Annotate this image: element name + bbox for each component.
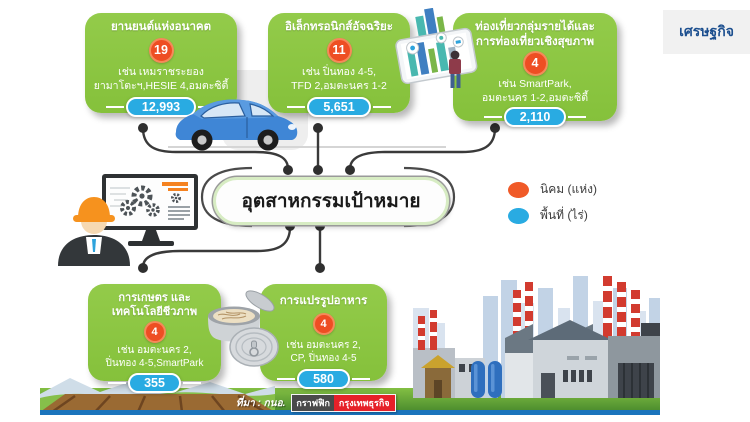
node-examples: เช่น อมตะนคร 2, CP, ปิ่นทอง 4-5 — [260, 339, 387, 366]
industry-node-agriculture-biotech: การเกษตร และ เทคโนโลยีชีวภาพ 4 เช่น อมตะ… — [88, 284, 221, 393]
blue-car-illustration — [175, 99, 298, 151]
estates-count-badge: 19 — [148, 37, 174, 63]
center-hub: อุตสาหกรรมเป้าหมาย — [213, 177, 449, 225]
factory-skyline-illustration — [413, 276, 660, 398]
area-pill-row: 580 — [260, 368, 387, 389]
legend-item-area: พื้นที่ (ไร่) — [508, 206, 597, 225]
area-pill-row: 5,651 — [268, 97, 410, 118]
node-title-line: เทคโนโลยีชีวภาพ — [111, 306, 198, 319]
node-title: อิเล็กทรอนิกส์อัจฉริยะ — [268, 20, 410, 35]
node-title-line: การเกษตร และ — [118, 292, 191, 304]
category-label[interactable]: เศรษฐกิจ — [679, 23, 734, 39]
node-examples: เช่น SmartPark, อมตะนคร 1-2,อมตะซิตี้ — [453, 77, 617, 105]
examples-line: CP, ปิ่นทอง 4-5 — [290, 353, 357, 365]
node-title-line: ยานยนต์แห่งอนาคต — [110, 21, 212, 33]
industry-node-food-processing: การแปรรูปอาหาร 4 เช่น อมตะนคร 2, CP, ปิ่… — [260, 284, 387, 389]
road-line — [168, 146, 446, 148]
credit-badge-graphic: กราฟฟิก — [292, 395, 334, 411]
source-label: ที่มา : กนอ. — [236, 397, 286, 409]
industry-node-wellness-tourism: ท่องเที่ยวกลุ่มรายได้และ การท่องเที่ยวเช… — [453, 13, 617, 128]
examples-line: TFD 2,อมตะนคร 1-2 — [291, 80, 387, 93]
node-examples: เช่น อมตะนคร 2, ปิ่นทอง 4-5,SmartPark — [88, 344, 221, 371]
examples-line: ปิ่นทอง 4-5,SmartPark — [105, 358, 204, 370]
category-panel: เศรษฐกิจ — [663, 10, 750, 54]
credit-badge: กราฟฟิก กรุงเทพธุรกิจ — [291, 394, 396, 412]
examples-line: อมตะนคร 1-2,อมตะซิตี้ — [481, 92, 589, 105]
footer-credit: ที่มา : กนอ. กราฟฟิก กรุงเทพธุรกิจ — [236, 394, 396, 412]
examples-line: ยามาโตะฯ,HESIE 4,อมตะซิตี้ — [93, 80, 229, 93]
area-value-pill: 5,651 — [307, 97, 371, 118]
legend-dot-blue-icon — [508, 207, 529, 224]
node-title: ยานยนต์แห่งอนาคต — [85, 20, 237, 35]
area-value-pill: 580 — [297, 368, 350, 389]
node-title-line: การท่องเที่ยวเชิงสุขภาพ — [475, 35, 595, 48]
area-value-pill: 2,110 — [503, 107, 567, 128]
legend-item-estates: นิคม (แห่ง) — [508, 180, 597, 199]
legend-dot-orange-icon — [508, 181, 529, 198]
node-title: การเกษตร และ เทคโนโลยีชีวภาพ — [88, 291, 221, 320]
legend-label: นิคม (แห่ง) — [540, 182, 597, 196]
node-title-line: อิเล็กทรอนิกส์อัจฉริยะ — [285, 21, 393, 33]
industry-node-smart-electronics: อิเล็กทรอนิกส์อัจฉริยะ 11 เช่น ปิ่นทอง 4… — [268, 13, 410, 118]
estates-count-badge: 4 — [312, 312, 335, 335]
bottom-blue-bar — [40, 410, 660, 415]
legend: นิคม (แห่ง) พื้นที่ (ไร่) — [508, 180, 597, 232]
node-title: การแปรรูปอาหาร — [260, 291, 387, 309]
examples-line: เช่น SmartPark, — [498, 77, 572, 90]
examples-line: เช่น อมตะนคร 2, — [286, 339, 361, 351]
engineer-illustration — [58, 174, 198, 266]
node-title: ท่องเที่ยวกลุ่มรายได้และ การท่องเที่ยวเช… — [453, 20, 617, 50]
farm-field-illustration — [40, 378, 275, 412]
node-title-line: การแปรรูปอาหาร — [279, 295, 368, 307]
node-examples: เช่น เหมราชระยอง ยามาโตะฯ,HESIE 4,อมตะซิ… — [85, 65, 237, 93]
node-examples: เช่น ปิ่นทอง 4-5, TFD 2,อมตะนคร 1-2 — [268, 65, 410, 93]
area-pill-row: 12,993 — [85, 97, 237, 118]
estates-count-badge: 4 — [522, 50, 548, 76]
canned-food-illustration — [208, 290, 279, 367]
estates-count-badge: 4 — [143, 320, 166, 343]
credit-badge-brand: กรุงเทพธุรกิจ — [333, 395, 395, 411]
examples-line: เช่น เหมราชระยอง — [118, 65, 204, 78]
area-pill-row: 2,110 — [453, 107, 617, 128]
area-value-pill: 355 — [128, 372, 181, 393]
examples-line: เช่น ปิ่นทอง 4-5, — [301, 65, 377, 78]
center-hub-label: อุตสาหกรรมเป้าหมาย — [241, 191, 421, 212]
estates-count-badge: 11 — [326, 37, 352, 63]
industry-node-future-vehicles: ยานยนต์แห่งอนาคต 19 เช่น เหมราชระยอง ยาม… — [85, 13, 237, 118]
area-value-pill: 12,993 — [125, 97, 197, 118]
examples-line: เช่น อมตะนคร 2, — [117, 344, 192, 356]
area-pill-row: 355 — [88, 372, 221, 393]
smart-city-tablet-illustration — [395, 8, 478, 88]
node-title-line: ท่องเที่ยวกลุ่มรายได้และ — [475, 21, 595, 33]
legend-label: พื้นที่ (ไร่) — [540, 208, 588, 222]
